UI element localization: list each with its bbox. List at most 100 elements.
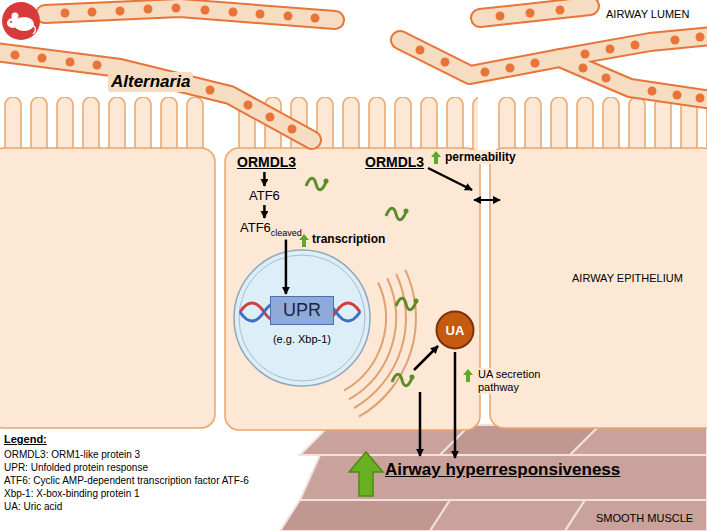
subscript-text: cleaved xyxy=(271,228,302,238)
nucleus-dot xyxy=(673,91,682,100)
circle-shape xyxy=(437,312,474,349)
muscle-cell xyxy=(570,425,707,455)
region-label: SMOOTH MUSCLE xyxy=(596,512,693,524)
legend-text: ATF6: Cyclic AMP-dependent transcription… xyxy=(4,475,249,486)
mouse-icon xyxy=(2,2,40,40)
metabolite-circle: UA xyxy=(435,310,475,350)
node-text: UA xyxy=(446,323,465,338)
protein-end xyxy=(414,299,419,304)
ormdl3-protein xyxy=(306,178,329,190)
node-text: Airway hyperresponsiveness xyxy=(385,460,620,479)
legend-entry: UPR: Unfolded protein response xyxy=(4,461,249,474)
increase-arrow xyxy=(349,452,383,496)
protein-chain xyxy=(306,178,326,190)
region-label: AIRWAY EPITHELIUM xyxy=(572,272,683,284)
increase-arrow xyxy=(463,369,473,382)
nucleus-dot xyxy=(61,9,70,18)
node-text: ATF6 xyxy=(240,220,271,235)
muscle-cell xyxy=(565,500,707,531)
ormdl3-protein xyxy=(392,374,415,386)
nucleus-dot xyxy=(201,6,210,15)
epithelial-cell xyxy=(225,148,480,430)
legend-box: ORMDL3: ORM1-like protein 3 UPR: Unfolded… xyxy=(4,448,249,513)
er-membrane xyxy=(359,270,416,417)
pathway-arrow xyxy=(414,346,438,370)
nucleus-dot xyxy=(172,4,181,13)
protein-end xyxy=(404,209,409,214)
muscle-cell xyxy=(430,500,585,531)
legend-heading: Legend: xyxy=(4,433,47,445)
factor-label: ATF6 xyxy=(249,188,280,203)
edge-label: transcription xyxy=(312,232,385,246)
nucleus-dot xyxy=(696,94,705,103)
edge-label: UA secretion pathway xyxy=(476,368,560,394)
hypha-wall xyxy=(560,58,707,100)
connector-arrow xyxy=(263,172,266,186)
legend-text: UA: Uric acid xyxy=(4,501,62,512)
node-text: ATF6 xyxy=(249,188,280,203)
nucleus-dot xyxy=(581,50,590,59)
connector-arrow xyxy=(263,205,266,218)
organism-label: Alternaria xyxy=(108,72,193,92)
nucleus-dot xyxy=(506,64,515,73)
nucleus-dot xyxy=(602,74,611,83)
nucleus-dot xyxy=(496,12,505,21)
hyphae xyxy=(0,6,707,140)
icon-disc xyxy=(2,2,40,40)
protein-label: ORMDL3 xyxy=(237,154,296,170)
hypha-nuclei xyxy=(11,4,705,134)
legend-text: Xbp-1: X-box-binding protein 1 xyxy=(4,488,140,499)
protein-chain xyxy=(386,208,406,220)
hypha-body xyxy=(560,58,707,100)
nucleus-dot xyxy=(696,33,705,42)
increase-arrow xyxy=(431,151,441,164)
nucleus-dot xyxy=(481,68,490,77)
nucleus-dot xyxy=(66,58,75,67)
nucleus-dot xyxy=(531,59,540,68)
gene-note: (e.g. Xbp-1) xyxy=(273,333,331,345)
hypha-body xyxy=(0,52,312,140)
epithelial-cell xyxy=(0,148,215,428)
nucleus-dot xyxy=(266,113,275,122)
mouse-head xyxy=(7,18,19,28)
node-text: ORMDL3 xyxy=(237,154,296,170)
nucleus-dot xyxy=(416,46,425,55)
hypha-wall xyxy=(45,8,335,20)
nucleus-dot xyxy=(93,61,102,70)
nucleus-dot xyxy=(671,36,680,45)
protein-end xyxy=(324,179,329,184)
nucleus-dot xyxy=(579,64,588,73)
node-text: ORMDL3 xyxy=(365,154,424,170)
region-label: AIRWAY LUMEN xyxy=(606,8,689,20)
nucleus-dot xyxy=(556,6,565,15)
hypha-wall xyxy=(0,52,312,140)
legend-text: UPR: Unfolded protein response xyxy=(4,462,148,473)
protein-label: ORMDL3 xyxy=(365,154,424,170)
mouse-tail xyxy=(33,25,36,34)
nucleus-dot xyxy=(631,41,640,50)
connector-arrow xyxy=(285,240,288,294)
nucleus-dot xyxy=(38,54,47,63)
pathway-arrow xyxy=(419,392,422,456)
nuclear-envelope xyxy=(239,255,365,381)
ormdl3-protein xyxy=(396,298,419,310)
nucleus-dot xyxy=(606,45,615,54)
protein-end xyxy=(410,375,415,380)
nucleus-dot xyxy=(311,14,320,23)
mouse-ear xyxy=(12,13,19,20)
nucleus-dot xyxy=(11,51,20,60)
pathway-arrow xyxy=(428,168,472,190)
nucleus-dot xyxy=(206,86,215,95)
legend-text: ORMDL3: ORM1-like protein 3 xyxy=(4,449,140,460)
protein-chain xyxy=(392,374,412,386)
outcome-label: Airway hyperresponsiveness xyxy=(385,460,620,480)
muscle-cell xyxy=(280,500,450,531)
connector-arrow xyxy=(454,352,457,458)
nucleus-dot xyxy=(441,58,450,67)
nucleus-dot xyxy=(648,87,657,96)
nucleus-dot xyxy=(244,101,253,110)
nucleus-dot xyxy=(288,125,297,134)
process-box: UPR xyxy=(270,296,334,325)
hypha-body xyxy=(45,8,335,20)
nucleus-dot xyxy=(229,8,238,17)
